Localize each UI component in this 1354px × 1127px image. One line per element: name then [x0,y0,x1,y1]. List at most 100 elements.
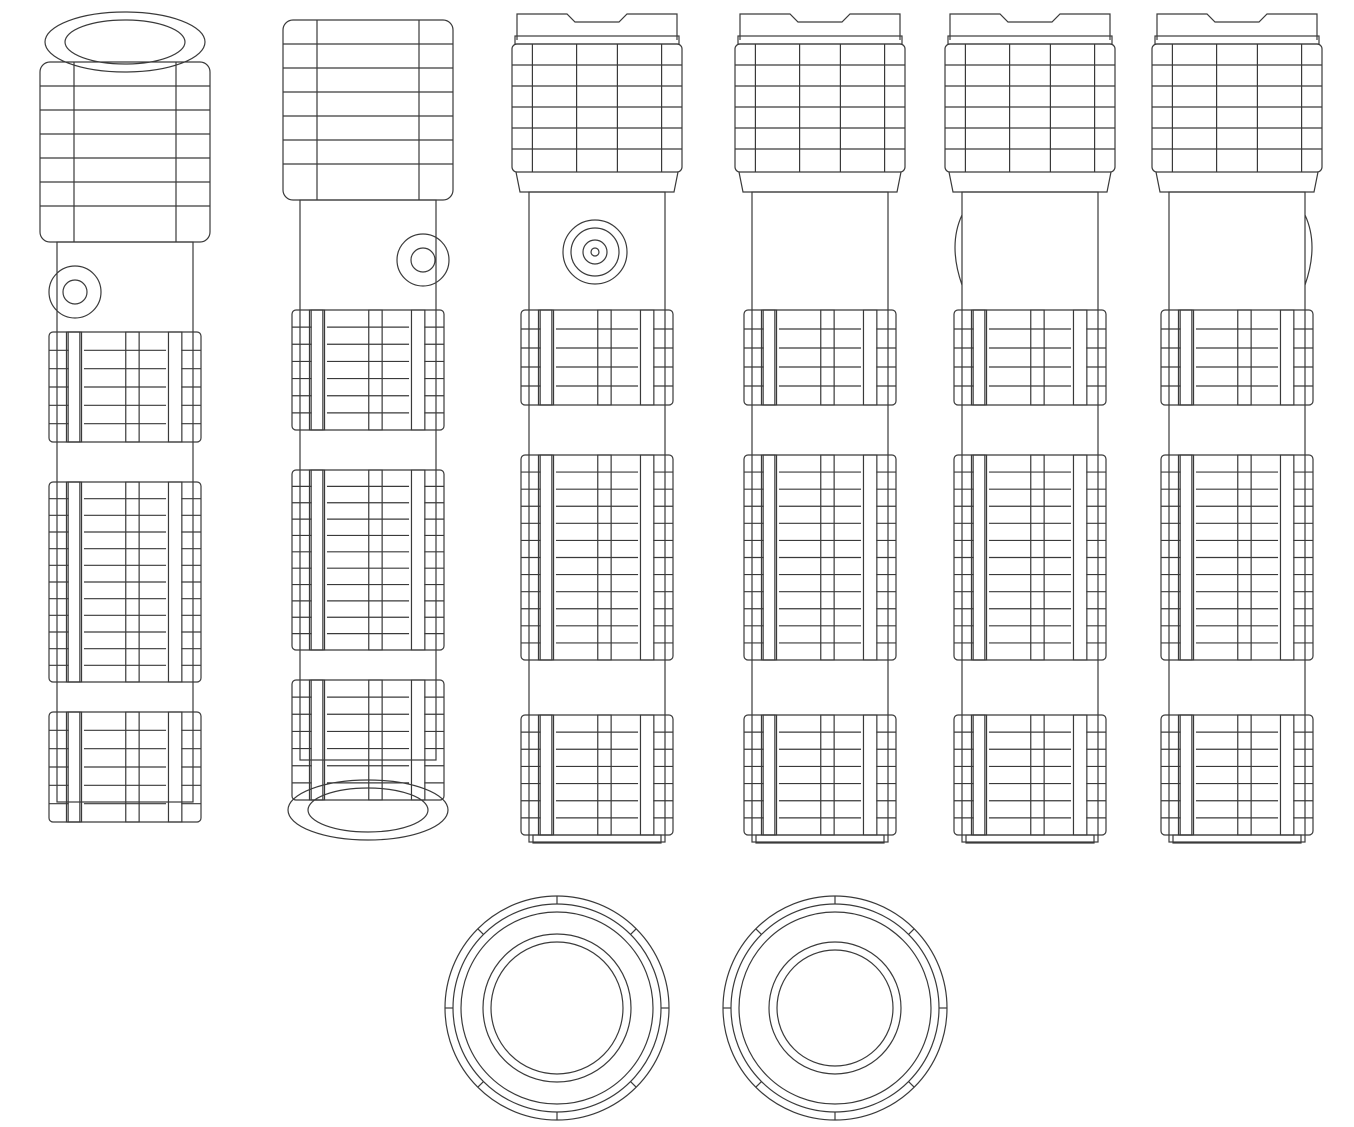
rim-3 [461,912,653,1104]
body-tube [57,242,193,802]
grip-ring-middle [49,482,201,682]
grip-rib [369,310,382,430]
grip-ring-lower [49,712,201,822]
head-fins [945,44,1115,172]
grip-outline [954,310,1106,405]
grip-ring-upper [49,332,201,442]
lens-outer [483,934,631,1082]
grip-ring-lower [1161,715,1313,835]
power-button [563,220,627,284]
button-outer [563,220,627,284]
grip-rib [1031,310,1044,405]
button-ring [571,228,619,276]
grip-rib [168,332,181,442]
grip-rib [411,310,424,430]
perspective-front-view [40,12,210,822]
grip-rib [598,310,611,405]
body-tube [962,192,1098,842]
grip-rib [369,680,382,800]
grip-rib [598,715,611,835]
head-fins [40,62,210,242]
grip-rib [1073,455,1086,660]
grip-ring-lower [744,715,896,835]
grip-rib [1280,715,1293,835]
grip-rib [640,455,653,660]
grip-outline [744,715,896,835]
grip-ring-middle [521,455,673,660]
bezel-ring [515,36,679,44]
grip-rib [1280,310,1293,405]
grip-rib [821,715,834,835]
grip-ring-middle [954,455,1106,660]
rim-2 [453,904,661,1112]
grip-rib [863,455,876,660]
button-dot [591,248,599,256]
body-tube [1169,192,1305,842]
notch [756,1082,762,1088]
side-button [955,215,962,285]
body-tube [752,192,888,842]
head-fins [283,20,453,200]
grip-outline [1161,715,1313,835]
lens-inner [777,950,893,1066]
grip-rib [168,482,181,682]
head-collar [739,172,901,192]
notch [756,929,762,935]
grip-ring-lower [292,680,444,800]
head-collar [1156,172,1318,192]
grip-rib [411,470,424,650]
perspective-rear-view [283,20,453,840]
right-side-view [1152,14,1322,843]
grip-rib [369,470,382,650]
bezel-ring [738,36,902,44]
grip-rib [640,310,653,405]
body-tube [529,192,665,842]
grip-outline [521,310,673,405]
button-center [411,248,435,272]
rim-2 [731,904,939,1112]
grip-ring-middle [1161,455,1313,660]
grip-ring-upper [954,310,1106,405]
bottom-view [723,896,947,1120]
grip-ring-middle [744,455,896,660]
top-view [445,896,669,1120]
grip-outline [521,715,673,835]
grip-ring-upper [521,310,673,405]
grip-ring-upper [744,310,896,405]
bezel-ring [948,36,1112,44]
grip-rib [640,715,653,835]
grip-rib [1280,455,1293,660]
grip-ring-lower [521,715,673,835]
bezel-ring [1155,36,1319,44]
grip-rib [411,680,424,800]
grip-outline [744,310,896,405]
grip-ring-upper [1161,310,1313,405]
head-collar [949,172,1111,192]
left-side-view [945,14,1115,843]
button-center [63,280,87,304]
grip-ring-upper [292,310,444,430]
grip-rib [1238,310,1251,405]
grip-outline [1161,310,1313,405]
lens-inner [65,20,185,64]
front-elevation-view [512,14,682,843]
side-button [1305,215,1312,285]
grip-outline [292,470,444,650]
grip-ring-middle [292,470,444,650]
rear-elevation-view [735,14,905,843]
notch [478,1082,484,1088]
grip-rib [863,310,876,405]
grip-rib [1073,310,1086,405]
head-fins [512,44,682,172]
power-button [397,234,449,286]
grip-rib [168,712,181,822]
fin-block [512,44,682,172]
grip-outline [292,680,444,800]
notch [631,1082,637,1088]
lens-ellipse [45,12,205,72]
fin-block [735,44,905,172]
grip-outline [292,310,444,430]
button-center [583,240,607,264]
grip-rib [863,715,876,835]
grip-rib [1073,715,1086,835]
